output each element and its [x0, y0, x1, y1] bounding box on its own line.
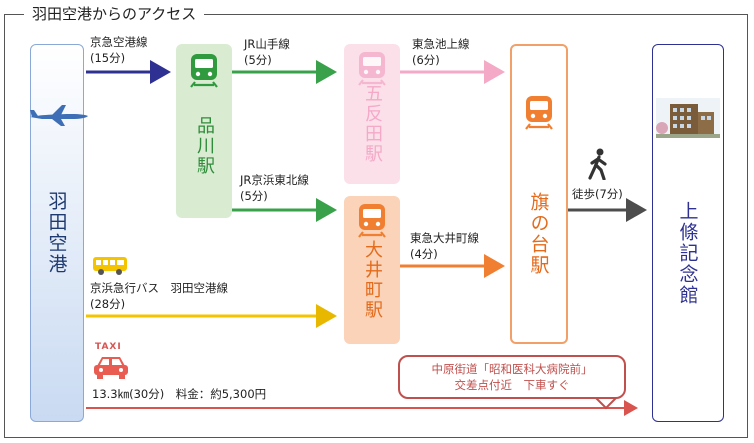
jojo-label: 上條記念館 — [676, 201, 699, 306]
route-oimachi-label: 東急大井町線 (4分) — [410, 230, 479, 262]
train-icon — [525, 96, 553, 130]
note-line-1: 中原街道「昭和医科大病院前」 — [431, 362, 593, 376]
route-yamanote-time: (5分) — [244, 53, 272, 67]
route-walk-label: 徒歩(7分) — [572, 187, 623, 201]
route-keihin-label: JR京浜東北線 (5分) — [240, 172, 309, 204]
airplane-icon — [30, 105, 88, 126]
route-keikyu-label: 京急空港線 (15分) — [90, 34, 148, 66]
route-yamanote-label: JR山手線 (5分) — [244, 36, 290, 68]
route-oimachi-time: (4分) — [410, 247, 438, 261]
route-bus-time: (28分) — [90, 297, 126, 311]
route-keikyu-time: (15分) — [90, 51, 126, 65]
train-icon — [358, 204, 386, 238]
haneda-label: 羽田空港 — [45, 191, 68, 275]
route-ikegami-time: (6分) — [412, 53, 440, 67]
route-keihin-name: JR京浜東北線 — [240, 173, 309, 187]
page-title: 羽田空港からのアクセス — [24, 3, 205, 24]
train-icon — [190, 54, 218, 88]
route-taxi-label: 13.3㎞(30分) 料金：約5,300円 — [92, 387, 267, 401]
diagram-frame — [4, 14, 748, 438]
train-icon — [358, 52, 386, 86]
note-line-2: 交差点付近 下車すぐ — [454, 378, 570, 392]
walking-person-icon — [588, 148, 607, 180]
shinagawa-label: 品川駅 — [194, 116, 215, 176]
note-pointer — [595, 397, 617, 410]
route-ikegami-name: 東急池上線 — [412, 37, 470, 51]
bus-stop-note: 中原街道「昭和医科大病院前」 交差点付近 下車すぐ — [398, 355, 626, 399]
route-keikyu-name: 京急空港線 — [90, 35, 148, 49]
route-keihin-time: (5分) — [240, 189, 268, 203]
route-ikegami-label: 東急池上線 (6分) — [412, 36, 470, 68]
route-bus-label: 京浜急行バス 羽田空港線 (28分) — [90, 280, 228, 312]
node-hatanodai-station: 旗の台駅 — [510, 44, 568, 344]
bus-icon — [93, 257, 127, 275]
taxi-sign: TAXI — [95, 342, 122, 352]
building-photo — [656, 98, 720, 138]
node-haneda-airport: 羽田空港 — [30, 44, 84, 422]
taxi-icon — [94, 357, 128, 379]
route-bus-name: 京浜急行バス 羽田空港線 — [90, 281, 228, 295]
gotanda-label: 五反田駅 — [362, 84, 383, 164]
route-oimachi-name: 東急大井町線 — [410, 231, 479, 245]
node-gotanda-station: 五反田駅 — [344, 44, 400, 184]
route-yamanote-name: JR山手線 — [244, 37, 290, 51]
oimachi-label: 大井町駅 — [362, 240, 383, 320]
hatanodai-label: 旗の台駅 — [527, 192, 550, 276]
